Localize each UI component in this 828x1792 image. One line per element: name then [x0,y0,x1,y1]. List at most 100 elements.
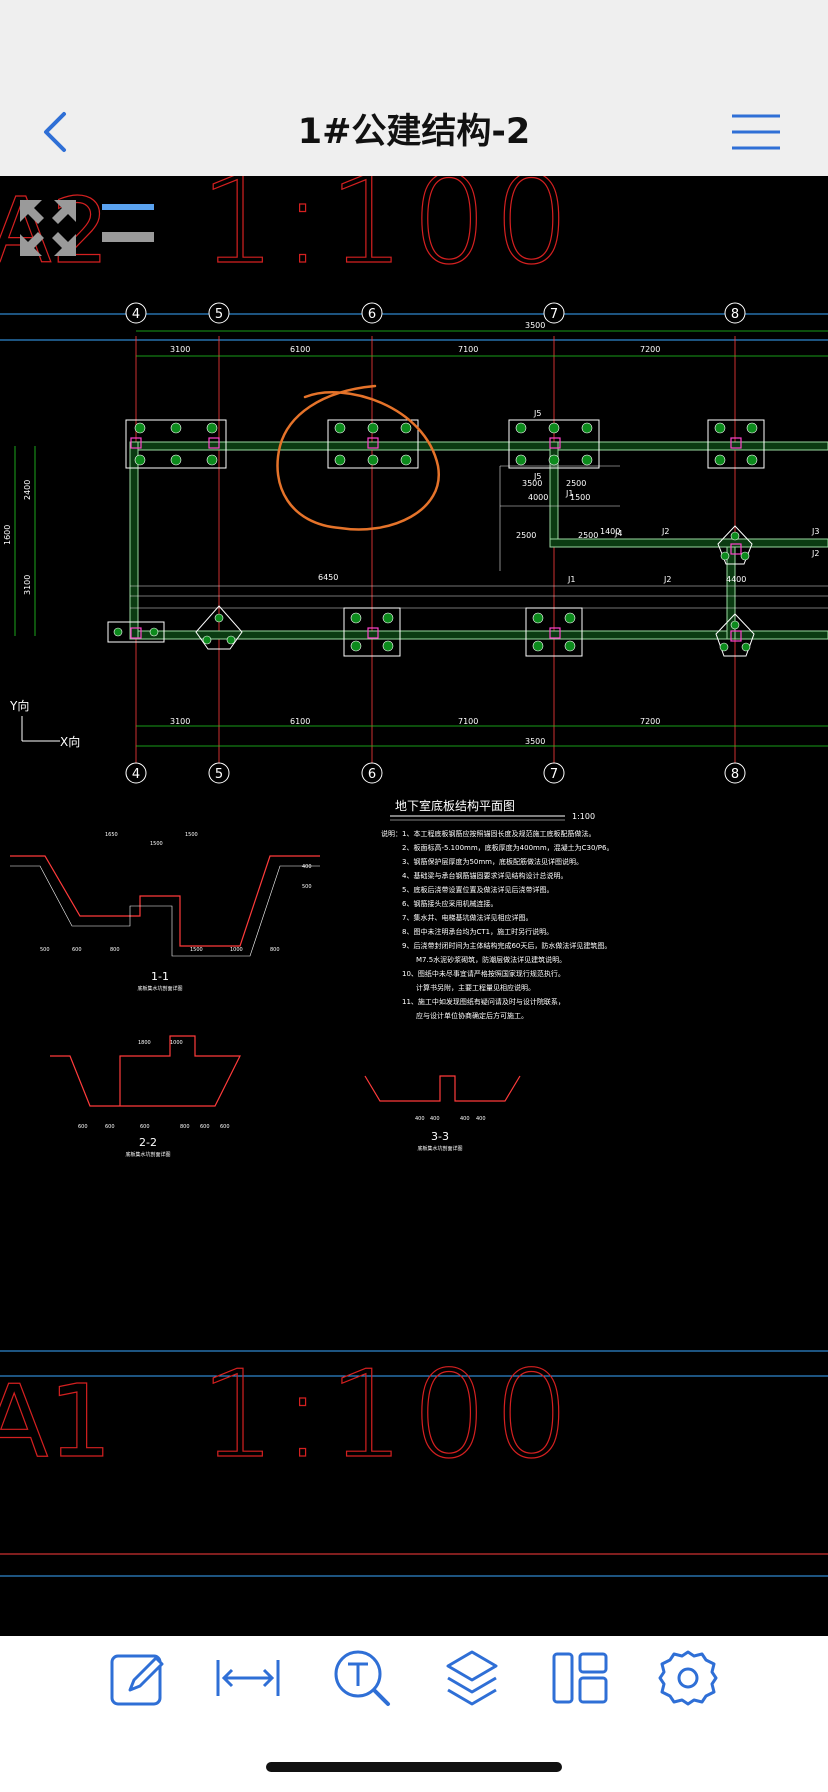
chevron-left-icon [44,112,66,152]
plan-label-j2c: J2 [663,575,671,584]
note-line-8: 8、图中未注明承台均为CT1，施工时另行说明。 [402,927,553,936]
plan-label-d3: 4000 [528,493,548,502]
note-line-7: 7、集水井、电梯基坑做法详见相应详图。 [402,913,532,922]
sheet-label-top: A2 [0,179,109,284]
toolbar-text-search-button[interactable] [330,1646,394,1710]
dim-top-total: 3500 [525,321,545,330]
note-line-10: M7.5水泥砂浆砌筑，防潮层做法详见建筑说明。 [416,955,566,964]
plan-label-d4: 1500 [570,493,590,502]
sheet-label-bottom: A1 [0,1363,112,1480]
section-sub-1-1: 底板集水坑剖面详图 [137,985,182,992]
grid-label-6b: 6 [368,767,376,782]
markup-circle [276,384,440,531]
dim-left-1: 1600 [3,525,12,545]
sec-dim-17: 600 [200,1124,210,1130]
sec-dim-18: 600 [220,1124,230,1130]
sec-dim-7: 1000 [230,947,243,953]
page-title: 1#公建结构-2 [297,112,531,152]
pencil-square-icon [110,1654,164,1706]
section-label-3-3: 3-3 [431,1130,449,1143]
fullscreen-button[interactable] [16,196,80,260]
menu-button[interactable] [726,110,786,154]
pile-caps [107,419,765,657]
cad-drawing: A2 1:100 A1 1:100 3100 6100 7100 7200 35… [0,176,828,1577]
plan-label-d6: 2500 [578,531,598,540]
section-label-1-1: 1-1 [151,970,169,983]
sec-dim-6: 1500 [190,947,203,953]
sec-dim-20: 400 [415,1116,425,1122]
sec-dim-15: 600 [140,1124,150,1130]
plan-label-j1a: J1 [565,489,573,498]
sec-dim-19: 600 [78,1124,88,1130]
section-sub-3-3: 底板集水坑剖面详图 [417,1145,462,1152]
hamburger-menu-icon [732,114,780,150]
grid-label-7: 7 [550,307,558,322]
axis-indicator [21,716,60,742]
drawing-canvas[interactable]: A2 1:100 A1 1:100 3100 6100 7100 7200 35… [0,176,828,1636]
grid-label-6: 6 [368,307,376,322]
plan-label-d7: 1400 [600,527,620,536]
layer-toggle-button[interactable] [100,202,156,246]
axis-y-label: Y向 [9,698,29,713]
note-line-9: 9、后浇带封闭时间为主体结构完成60天后，防水做法详见建筑图。 [402,941,611,950]
grid-label-4b: 4 [132,767,140,782]
note-line-13: 11、施工中如发现图纸有疑问请及时与设计院联系， [402,997,565,1006]
axis-x-label: X向 [60,734,80,749]
dim-top-1: 3100 [170,345,190,354]
grid-label-8: 8 [731,307,739,322]
note-line-11: 10、图纸中未尽事宜请严格按照国家现行规范执行。 [402,969,565,978]
note-line-2: 2、板面标高-5.100mm，底板厚度为400mm，混凝土为C30/P6。 [402,843,613,852]
dim-bottom-2: 6100 [290,717,310,726]
sec-dim-3: 1500 [150,841,163,847]
note-line-12: 计算书另附，主要工程量见相应说明。 [416,983,535,992]
back-button[interactable] [36,104,76,160]
plan-label-j5b: J5 [533,472,541,481]
dim-top-4: 7200 [640,345,660,354]
sec-dim-11: 500 [302,884,312,890]
sec-dim-16: 800 [180,1124,190,1130]
plan-label-j2a: J2 [661,527,669,536]
grid-axis-top [125,302,746,784]
grid-label-5b: 5 [215,767,223,782]
sec-dim-23: 400 [476,1116,486,1122]
piles [113,422,758,652]
dim-bottom-4: 7200 [640,717,660,726]
sec-dim-8: 800 [270,947,280,953]
scale-label-bottom: 1:100 [200,1346,576,1485]
note-line-6: 6、钢筋接头应采用机械连接。 [402,899,497,908]
note-line-4: 4、基础梁与承台钢筋锚固要求详见结构设计总说明。 [402,871,567,880]
sec-dim-14: 600 [105,1124,115,1130]
settings-gear-icon [658,1650,718,1706]
grid-label-7b: 7 [550,767,558,782]
plan-label-j5a: J5 [533,409,541,418]
toolbar-layers-button[interactable] [440,1646,504,1710]
sec-dim-9: 500 [40,947,50,953]
basement-walls [129,441,828,640]
sec-dim-12: 1800 [138,1040,151,1046]
sec-dim-21: 400 [430,1116,440,1122]
toolbar-settings-button[interactable] [656,1646,720,1710]
plan-label-d2: 2500 [566,479,586,488]
grid-label-4: 4 [132,307,140,322]
note-line-3: 3、钢筋保护层厚度为50mm，底板配筋做法见详图说明。 [402,857,583,866]
plan-label-d8: 4400 [726,575,746,584]
dim-top-2: 6100 [290,345,310,354]
dim-bottom-1: 3100 [170,717,190,726]
dim-left-3: 3100 [23,575,32,595]
plan-label-j3: J3 [811,527,819,536]
plan-label-d9: 6450 [318,573,338,582]
note-line-5: 5、底板后浇带设置位置及做法详见后浇带详图。 [402,885,553,894]
toolbar-edit-button[interactable] [106,1646,170,1710]
sec-dim-2: 1500 [185,832,198,838]
section-2-2 [50,1035,241,1107]
section-3-3 [364,1075,521,1102]
plan-scale: 1:100 [572,812,595,821]
scale-label-top: 1:100 [200,176,576,291]
home-indicator [266,1762,562,1772]
expand-arrows-icon [20,200,76,256]
toolbar-layout-button[interactable] [548,1646,612,1710]
toolbar-measure-button[interactable] [216,1646,280,1710]
dim-left-2: 2400 [23,480,32,500]
section-1-1 [10,855,320,957]
plan-label-j4: J4 [614,529,622,538]
